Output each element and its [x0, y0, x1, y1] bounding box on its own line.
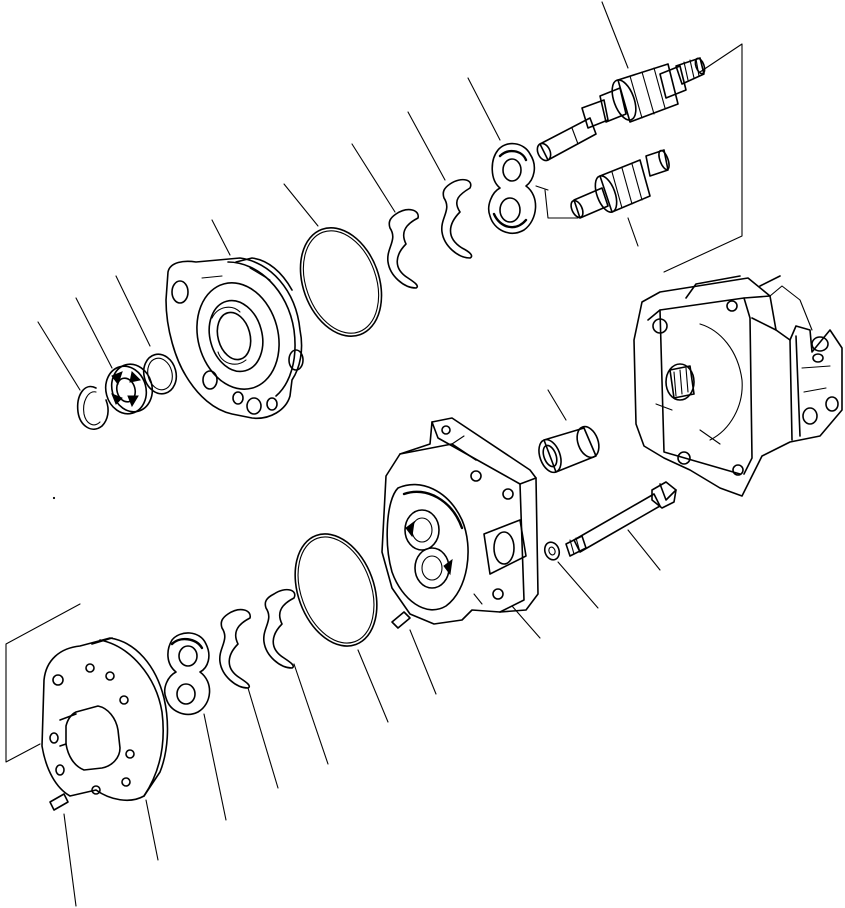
leader-gear-bracket-top: [535, 185, 549, 191]
washer-hole: [548, 546, 556, 556]
leader-dowel-pin-b: [63, 813, 77, 907]
front-cover: [165, 257, 304, 420]
dowel-pin-middle: [391, 611, 411, 629]
rear-o-ring-inner: [297, 536, 375, 644]
leader-front-oring: [283, 183, 319, 227]
gear-case: [381, 417, 539, 625]
washer: [543, 541, 561, 561]
front-wear-plate: [487, 142, 537, 234]
dowel-pin-rear: [49, 793, 69, 811]
leader-lines: [5, 1, 743, 907]
leader-oil-seal-ring: [115, 275, 151, 347]
leader-bolt: [627, 529, 661, 571]
shaft-groove: [571, 127, 579, 145]
leader-gear-bracket: [544, 189, 579, 219]
rear-backup-rings: [219, 588, 296, 689]
pump-body: [633, 275, 843, 497]
front-o-ring: [299, 226, 383, 338]
leader-backup-ring-a: [407, 111, 446, 181]
bolt: [565, 481, 677, 557]
snap-ring-inner: [83, 391, 101, 426]
stray-dot: [52, 496, 56, 500]
leader-washer: [557, 561, 599, 609]
leader-rear-oring: [357, 649, 389, 723]
front-backup-rings: [387, 178, 473, 289]
leader-rear-plate: [203, 713, 227, 821]
leader-backup-ring-b: [351, 143, 396, 213]
leader-pump-body-bracket: [663, 43, 743, 273]
leader-backup-ring-c: [293, 663, 329, 765]
leader-snap-ring: [37, 321, 81, 391]
leader-dowel-pin-a: [409, 629, 437, 695]
leader-rear-bracket: [5, 603, 81, 763]
leader-rear-cover: [145, 799, 159, 861]
leader-bearing: [75, 297, 113, 369]
drive-shaft: [536, 57, 706, 162]
rear-cover: [41, 637, 169, 802]
driven-gear: [570, 149, 670, 219]
oil-seal-ring: [142, 353, 178, 395]
bushing: [538, 425, 600, 474]
bearing: [104, 363, 154, 415]
leader-front-plate: [467, 77, 501, 141]
front-o-ring-inner: [302, 230, 380, 334]
leader-driven-gear: [627, 217, 639, 247]
leader-drive-shaft: [601, 1, 629, 69]
snap-ring: [76, 385, 109, 430]
rear-wear-plate: [163, 632, 211, 716]
rear-o-ring: [294, 533, 378, 647]
leader-front-cover: [211, 219, 231, 256]
leader-bushing: [547, 389, 567, 421]
leader-backup-ring-d: [247, 687, 279, 789]
